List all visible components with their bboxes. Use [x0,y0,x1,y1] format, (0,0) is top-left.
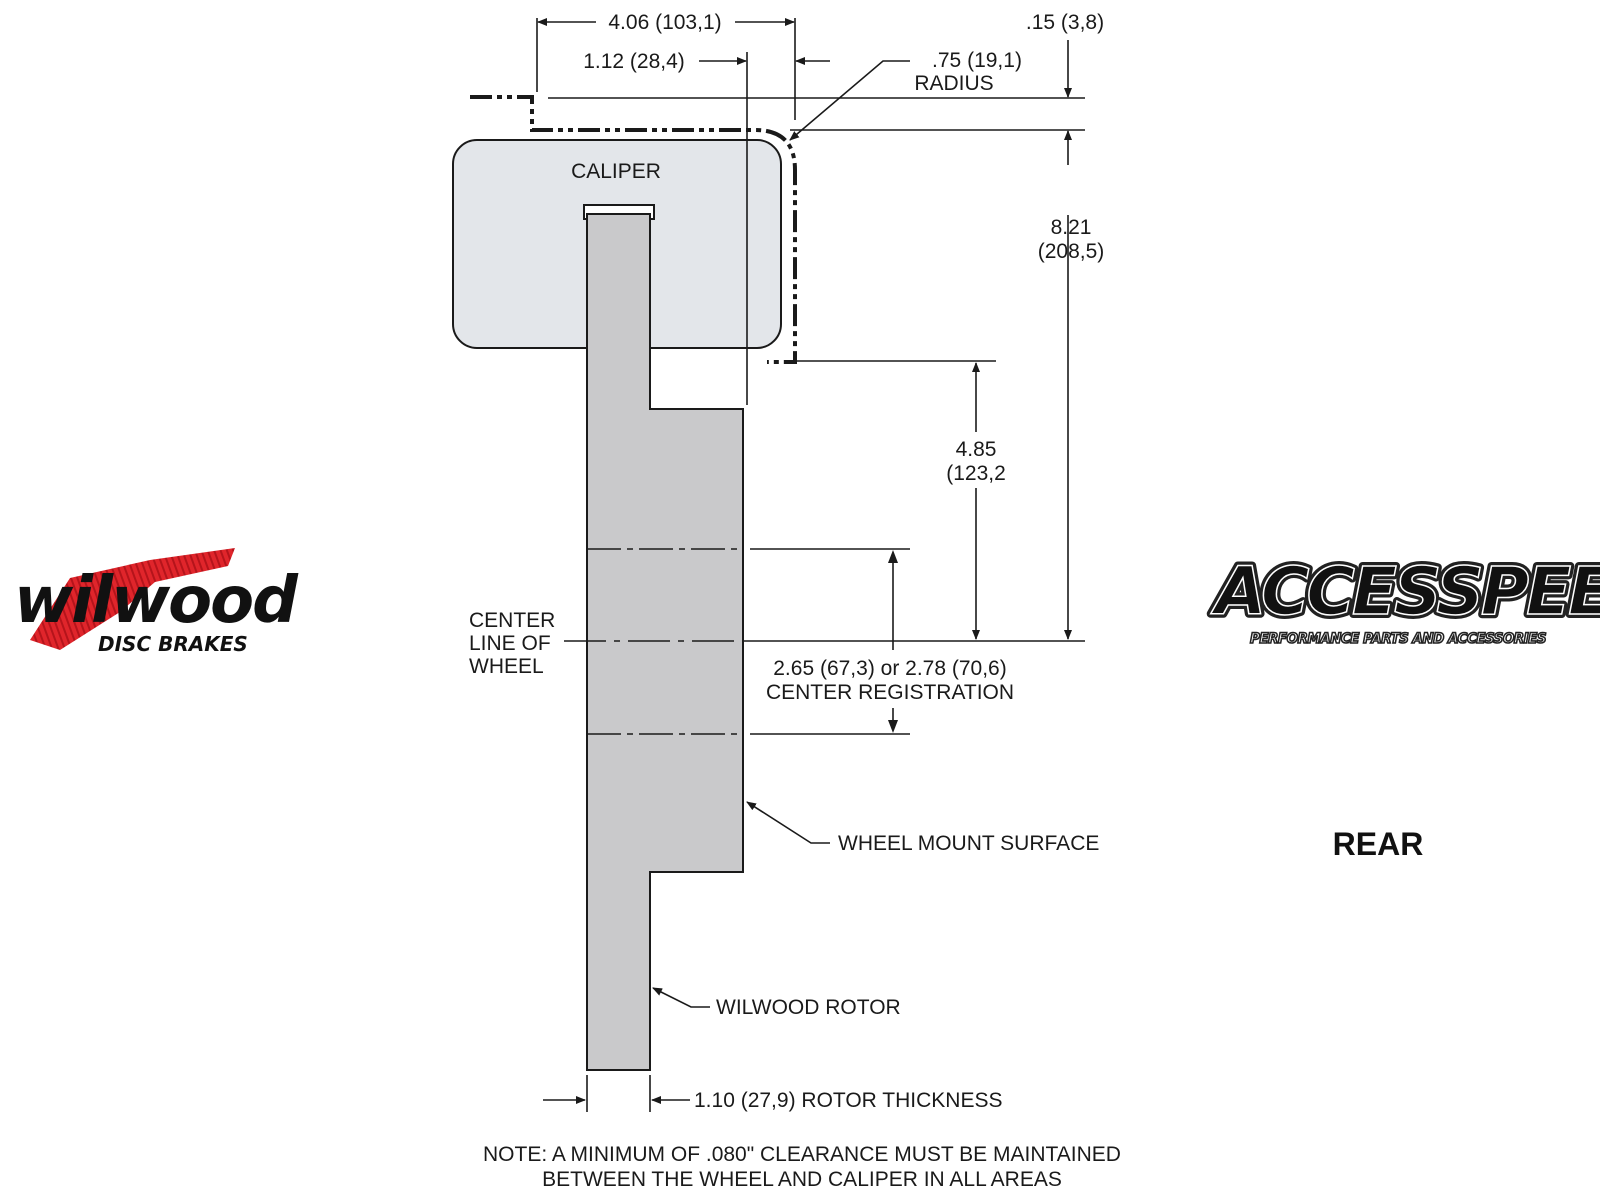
accesspeed-wordmark: ACCESSPEED [1210,553,1600,630]
wheel-mount-leader [746,801,830,844]
dim-821-mm-label: (208,5) [1038,240,1105,263]
dim-485-mm-label: (123,2 [946,462,1006,485]
wilwood-wordmark: wilwood [14,564,299,638]
center-reg-sub-label: CENTER REGISTRATION [766,681,1014,704]
radius-leader [789,60,910,141]
wheel-mount-label: WHEEL MOUNT SURFACE [838,832,1099,855]
wheel-envelope-line [470,95,797,364]
rotor-profile [586,213,744,1071]
wilwood-logo: wilwood DISC BRAKES [14,548,301,656]
dim-406-label: 4.06 (103,1) [608,11,721,34]
centerline-label-2: LINE OF [469,632,551,655]
dim-821-label: 8.21 [1051,216,1092,239]
rotor-leader [652,987,710,1008]
dim-485-label: 4.85 [956,438,997,461]
centerline-label-3: WHEEL [469,655,544,678]
accesspeed-wordmark-shadow: ACCESSPEED [1210,553,1600,630]
dim-075-radius-label: RADIUS [914,72,993,95]
accesspeed-subtitle: PERFORMANCE PARTS AND ACCESSORIES [1250,631,1546,647]
note-line-2: BETWEEN THE WHEEL AND CALIPER IN ALL ARE… [542,1168,1062,1191]
center-reg-label: 2.65 (67,3) or 2.78 (70,6) [773,657,1006,680]
dim-center-reg-arrow-top [888,550,898,563]
center-reg-label-bg [752,650,1032,708]
accesspeed-logo: ACCESSPEED ACCESSPEED PERFORMANCE PARTS … [1206,549,1600,649]
wilwood-subtitle: DISC BRAKES [98,632,248,656]
dim-112-label: 1.12 (28,4) [583,50,685,73]
centerline-label-1: CENTER [469,609,555,632]
accesspeed-sub-bar [1250,627,1550,649]
rotor-thickness-label: 1.10 (27,9) ROTOR THICKNESS [694,1089,1003,1112]
note-line-1: NOTE: A MINIMUM OF .080" CLEARANCE MUST … [483,1143,1121,1166]
dim-075-label: .75 (19,1) [932,49,1022,72]
caliper-label: CALIPER [571,160,661,183]
dim-center-reg-arrow-bottom [888,720,898,733]
dim-015-label: .15 (3,8) [1026,11,1104,34]
rotor-label: WILWOOD ROTOR [716,996,901,1019]
view-label: REAR [1333,826,1424,862]
wilwood-red-swoosh [30,548,235,650]
